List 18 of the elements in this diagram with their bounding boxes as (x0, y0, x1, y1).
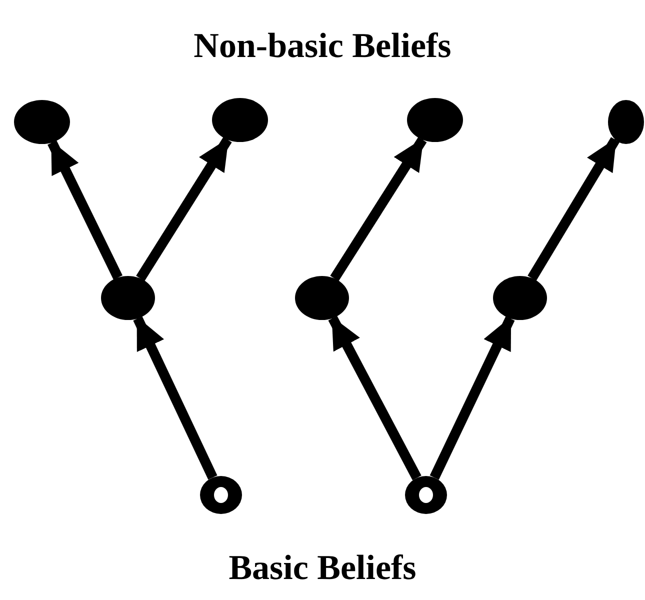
dot (295, 276, 349, 320)
arrow (430, 316, 515, 480)
arrow (328, 316, 422, 480)
ring (405, 476, 447, 514)
dot (101, 276, 155, 320)
arrow (48, 140, 122, 280)
dot (493, 276, 547, 320)
dot (608, 100, 644, 144)
title: Non-basic Beliefs (192, 26, 452, 66)
arrow (528, 137, 620, 281)
caption: Basic Beliefs (228, 548, 418, 588)
arrow (330, 137, 427, 282)
dot (14, 100, 70, 144)
dot (407, 98, 463, 142)
ring (200, 476, 242, 514)
dot (212, 98, 268, 142)
arrow (136, 137, 232, 282)
arrow (133, 316, 218, 480)
